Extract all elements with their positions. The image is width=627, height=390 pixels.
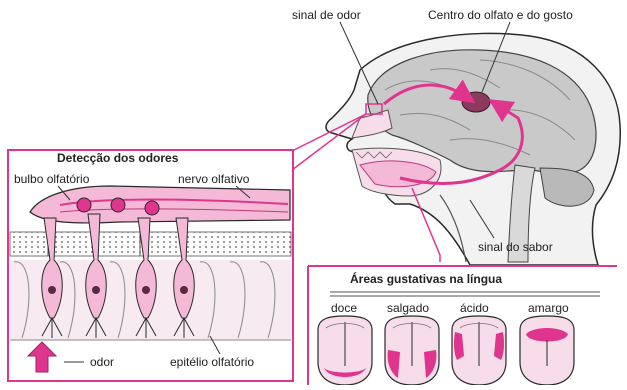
tongue-sweet [318,316,372,385]
center-label: Centro do olfato e do gosto [428,8,573,22]
odor-signal-label: sinal de odor [292,8,361,22]
glomerulus [111,198,125,212]
nerve-label: nervo olfativo [178,172,249,186]
tongue-bitter [520,316,574,385]
taste-label-sweet: doce [331,301,357,315]
tongue-sour [452,316,506,385]
epithelium-label: epitélio olfatório [170,355,254,369]
taste-label-salty: salgado [387,301,429,315]
odor-label: odor [90,355,114,369]
taste-label-sour: ácido [460,301,489,315]
inset-title: Detecção dos odores [57,151,178,165]
taste-label-bitter: amargo [528,301,569,315]
taste-signal-label: sinal do sabor [478,240,553,254]
glomerulus [77,198,91,212]
tongue-salty [385,316,439,385]
bulb-label: bulbo olfatório [14,172,89,186]
head-illustration [326,33,620,265]
taste-title: Áreas gustativas na língua [350,272,502,286]
glomerulus [145,201,159,215]
